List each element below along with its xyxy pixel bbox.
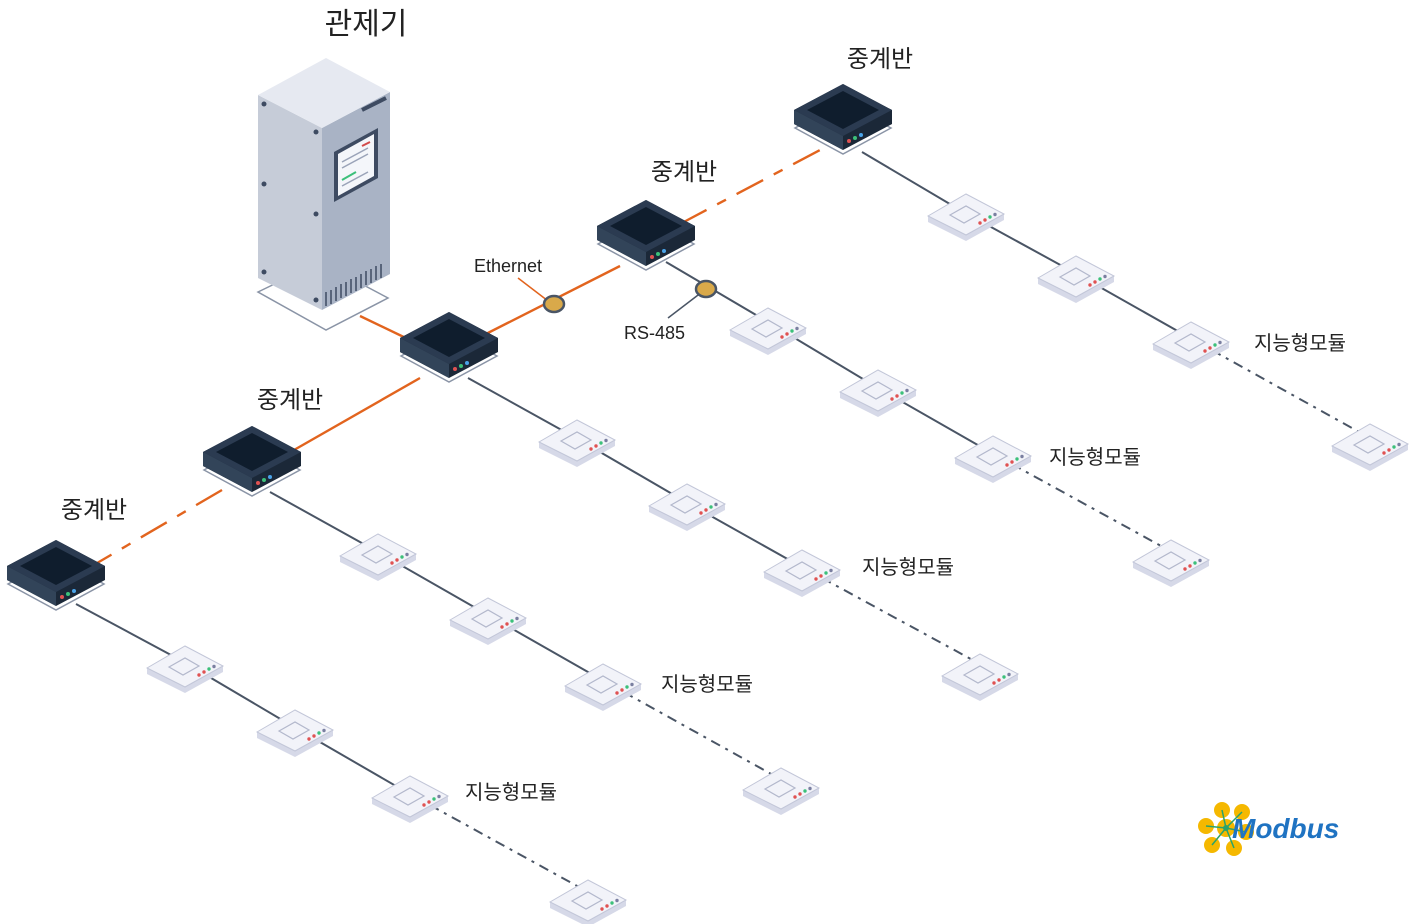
rs485-chain-b-dashed (989, 451, 1173, 553)
repeater-central (399, 311, 499, 383)
modbus-logo-text: Modbus (1232, 813, 1339, 844)
ethernet-link-controller (359, 314, 411, 342)
controller-top (258, 58, 390, 128)
ethernet-link-far-lower (91, 488, 223, 568)
rs485-callout (667, 279, 718, 319)
repeater-lower (202, 425, 302, 497)
module (941, 653, 1019, 702)
repeater-upper (596, 199, 696, 271)
module-label-chain-d: 지능형모듈 (661, 672, 753, 696)
repeater-far-upper (793, 83, 893, 155)
rs485-chain-d (269, 491, 603, 681)
module (549, 879, 627, 924)
ethernet-link-lower (279, 376, 421, 460)
module (371, 775, 449, 824)
repeater-label-far-lower: 중계반 (61, 496, 127, 524)
module (1331, 423, 1409, 472)
rs485-chain-a-dashed (1189, 337, 1371, 439)
module (763, 549, 841, 598)
repeater-label-upper: 중계반 (651, 158, 717, 186)
module (927, 193, 1005, 242)
rs485-chain-c (467, 377, 801, 567)
modbus-logo: Modbus (1198, 802, 1339, 856)
repeater-label-lower: 중계반 (257, 386, 323, 414)
controller-label: 관제기 (325, 7, 408, 42)
module (339, 533, 417, 582)
controller-server (256, 58, 390, 331)
rs485-chain-d-dashed (601, 679, 783, 781)
module (449, 597, 527, 646)
module (256, 709, 334, 758)
module (538, 419, 616, 468)
module (564, 663, 642, 712)
rs485-chain-e (75, 603, 409, 794)
module-label-chain-a: 지능형모듈 (1254, 331, 1346, 355)
ethernet-label: Ethernet (474, 256, 542, 276)
module (1132, 539, 1210, 588)
module (954, 435, 1032, 484)
module-label-chain-c: 지능형모듈 (862, 555, 954, 579)
ethernet-connector-icon (542, 294, 566, 314)
module-label-chain-b: 지능형모듈 (1049, 445, 1141, 469)
rs485-chain-b (665, 261, 991, 453)
rs485-label: RS-485 (624, 323, 685, 343)
ethernet-link-far-upper (679, 148, 821, 226)
module (648, 483, 726, 532)
module (146, 645, 224, 694)
rs485-links (75, 151, 1371, 893)
rs485-chain-e-dashed (407, 792, 589, 893)
module (1037, 255, 1115, 304)
repeater-label-far-upper: 중계반 (847, 45, 913, 73)
ethernet-links (91, 148, 821, 568)
ethernet-callout (517, 277, 566, 314)
module (742, 767, 820, 816)
rs485-chain-c-dashed (799, 565, 981, 665)
repeater-far-lower (6, 539, 106, 611)
module-label-chain-e: 지능형모듈 (465, 780, 557, 804)
module (729, 307, 807, 356)
module (839, 369, 917, 418)
rs485-chain-a (861, 151, 1191, 339)
rs485-connector-icon (694, 279, 718, 299)
controller-screen-lines (361, 141, 371, 147)
controller-side (258, 95, 322, 310)
module (1152, 321, 1230, 370)
modbus-logo-mark (1198, 802, 1254, 856)
